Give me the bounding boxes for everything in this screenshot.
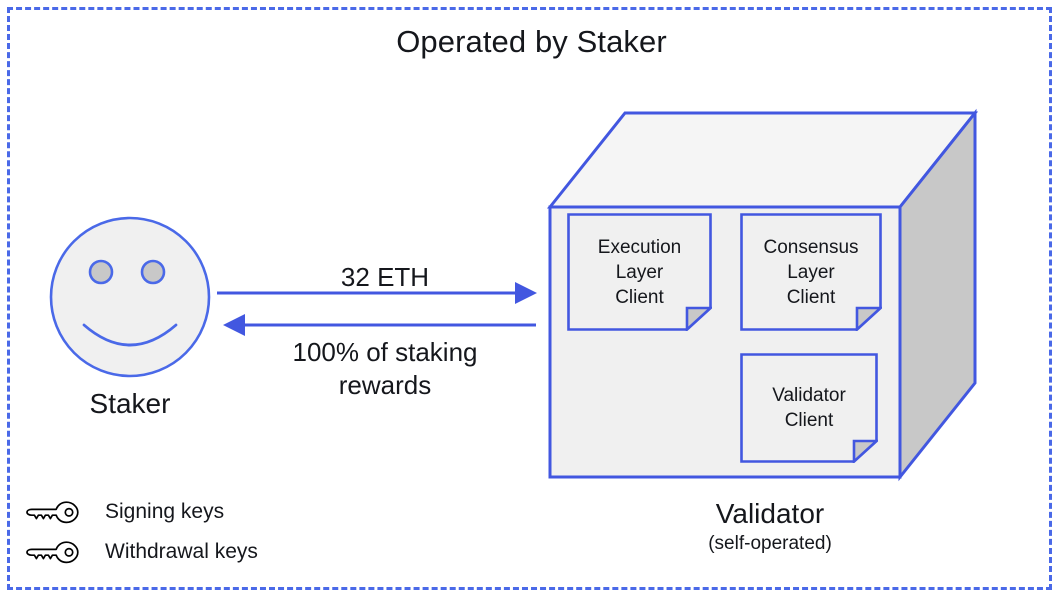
note-card-consensus-layer-client[interactable]: Consensus Layer Client <box>740 213 882 331</box>
note-card-validator-client[interactable]: Validator Client <box>740 353 878 463</box>
flow-arrows <box>217 282 537 336</box>
key-icon <box>26 501 79 524</box>
page-title: Operated by Staker <box>396 24 667 59</box>
note-card-execution-layer-client[interactable]: Execution Layer Client <box>567 213 712 331</box>
arrow-left-icon <box>223 314 536 336</box>
arrow-right-icon <box>217 282 537 304</box>
validator-caption-main: Validator <box>715 498 825 529</box>
rewards-flow-label: 100% of staking rewards <box>225 336 545 402</box>
legend-item-signing-keys: Signing keys <box>25 492 345 532</box>
diagram-outer-border <box>7 7 1052 590</box>
smiley-face-icon <box>49 216 211 378</box>
validator-caption-sub: (self-operated) <box>708 533 832 554</box>
note-card-icon <box>567 213 712 331</box>
staker-figure <box>45 210 215 385</box>
key-icon <box>26 541 79 564</box>
note-card-icon <box>740 353 878 463</box>
staker-label: Staker <box>89 388 171 419</box>
legend-item-withdrawal-keys: Withdrawal keys <box>25 532 345 572</box>
note-card-icon <box>740 213 882 331</box>
legend: Signing keys Withdrawal keys <box>25 492 345 572</box>
validator-caption: Validator (self-operated) <box>600 498 940 555</box>
rewards-flow-label-line2: rewards <box>338 370 432 400</box>
rewards-flow-label-line1: 100% of staking <box>292 337 478 367</box>
deposit-flow-label: 32 ETH <box>340 262 430 292</box>
legend-label: Withdrawal keys <box>105 540 258 563</box>
legend-label: Signing keys <box>105 500 225 523</box>
